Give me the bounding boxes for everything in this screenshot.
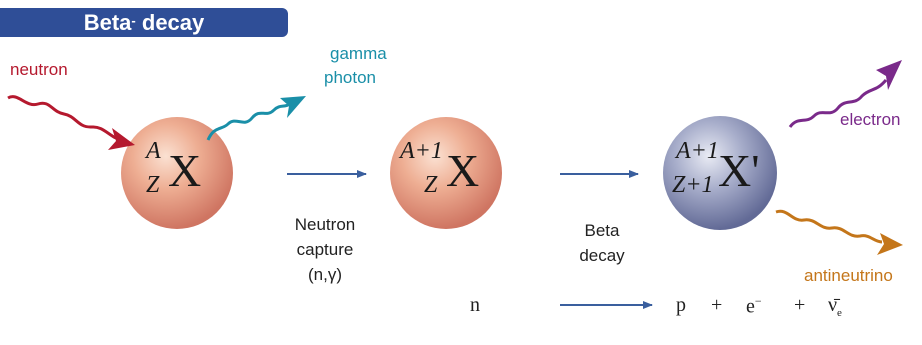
equation-nu: ν̄ <box>828 294 838 316</box>
capture-label-line2: capture <box>296 240 354 259</box>
nucleus-2-sphere <box>390 117 502 229</box>
equation-antineutrino: ν̄e <box>828 294 842 319</box>
equation-p: p <box>676 294 686 316</box>
nucleus-3-mass: A+1 <box>676 138 719 164</box>
decay-label-line2: decay <box>579 246 625 265</box>
equation-e-sup: − <box>754 294 762 308</box>
title-rest: decay <box>135 9 205 35</box>
nucleus-2-mass: A+1 <box>400 138 443 164</box>
nucleus-3-notation: A+1 Z+1 X' <box>664 130 780 218</box>
electron-wave <box>788 79 888 128</box>
nucleus-2-charge: Z <box>424 172 438 198</box>
nucleus-1-notation: A Z X <box>120 130 232 218</box>
nucleus-1-mass: A <box>146 138 161 164</box>
decay-label-line1: Beta <box>584 221 620 240</box>
electron-arrowhead <box>876 60 902 90</box>
equation-e: e <box>746 295 755 318</box>
nucleus-2-notation: A+1 Z X <box>390 130 502 218</box>
neutron-arrowhead <box>108 128 135 150</box>
gamma-arrowhead <box>280 96 306 118</box>
gamma-label-line2: photon <box>324 68 376 87</box>
nucleus-1-symbol: X <box>168 145 202 196</box>
antineutrino-label: antineutrino <box>804 266 893 285</box>
title-superscript: - <box>131 13 136 28</box>
equation-plus-1: + <box>711 294 723 316</box>
equation-nu-sub: e <box>837 307 842 319</box>
nucleus-3-sphere <box>663 116 777 230</box>
gamma-wave <box>206 102 291 141</box>
equation-n: n <box>470 294 480 316</box>
capture-label-line1: Neutron <box>294 215 356 234</box>
antineutrino-arrowhead <box>877 233 903 255</box>
nucleus-1-sphere <box>121 117 233 229</box>
equation-electron: e− <box>746 294 762 319</box>
gamma-label-line1: gamma <box>330 44 387 63</box>
capture-label-line3: (n,γ) <box>308 265 342 284</box>
capture-label: Neutron capture (n,γ) <box>270 212 380 287</box>
equation-plus-2: + <box>794 294 806 316</box>
nucleus-1-charge: Z <box>146 172 160 198</box>
antineutrino-wave <box>775 209 883 244</box>
nucleus-3-symbol: X' <box>718 145 760 196</box>
nucleus-3-charge: Z+1 <box>672 172 714 198</box>
neutron-wave <box>7 95 123 142</box>
electron-label: electron <box>840 110 901 129</box>
neutron-label: neutron <box>10 60 68 79</box>
decay-label: Beta decay <box>552 218 652 268</box>
title-banner: Beta- decay <box>0 8 288 37</box>
title-text: Beta <box>83 9 132 35</box>
nucleus-2-symbol: X <box>446 145 480 196</box>
